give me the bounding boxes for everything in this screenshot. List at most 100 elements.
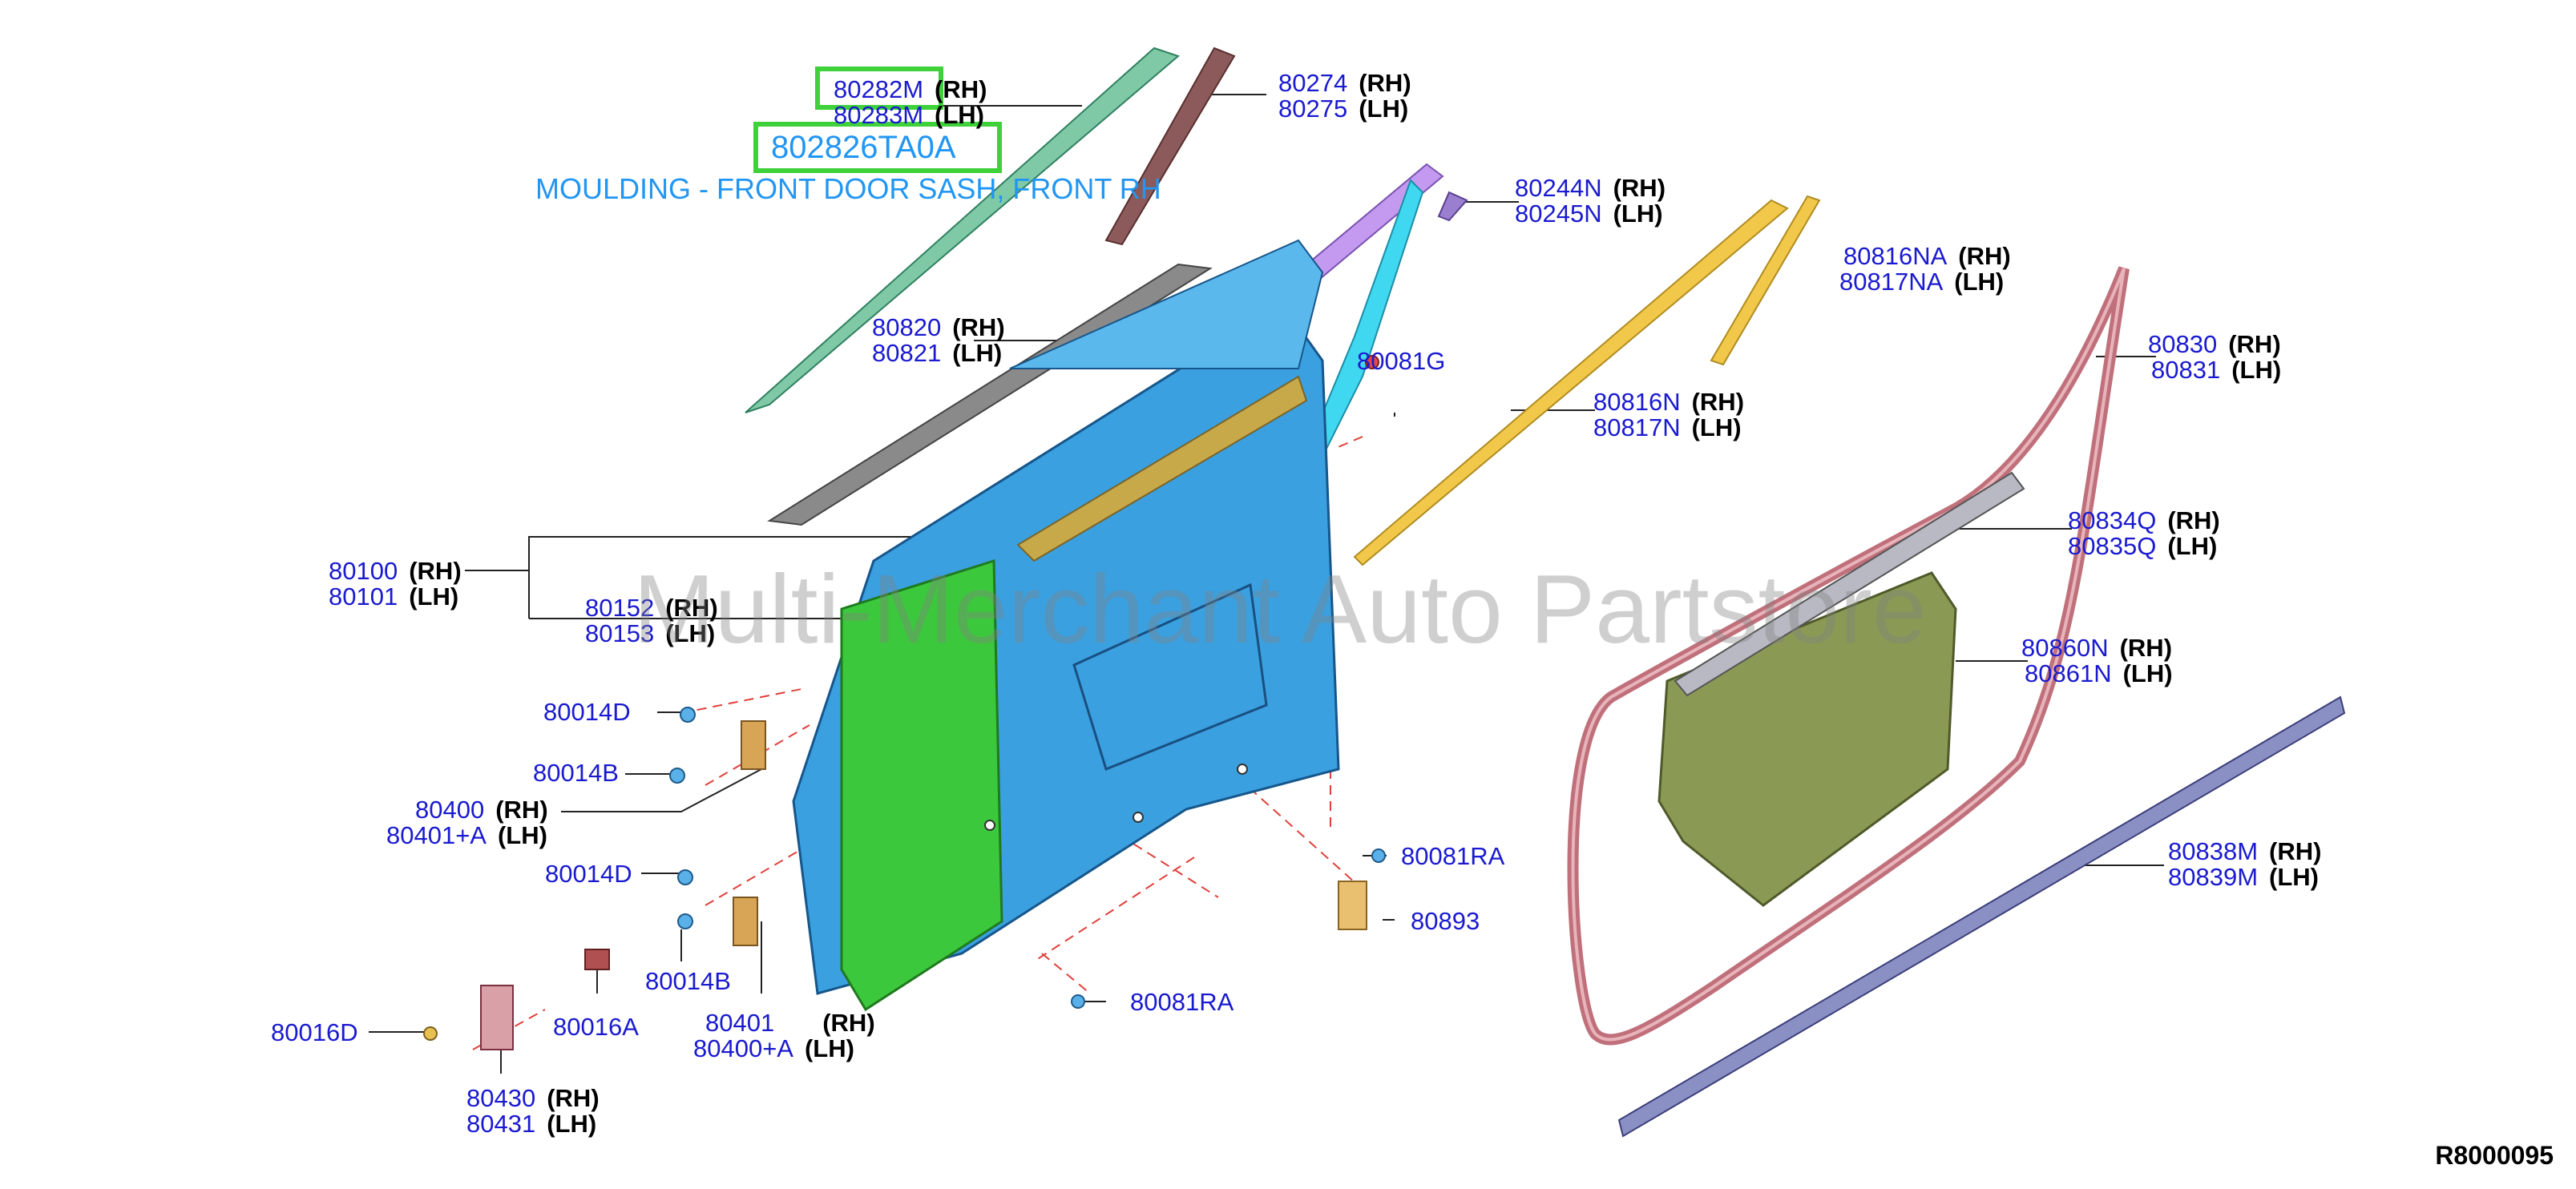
- callout-80817n[interactable]: 80817N(LH): [1593, 414, 1742, 441]
- part-code[interactable]: 80153: [585, 619, 655, 647]
- side-label: (LH): [1954, 268, 2005, 296]
- part-code[interactable]: 80431: [466, 1110, 536, 1138]
- part-code[interactable]: 80816N: [1593, 388, 1681, 416]
- callout-80100[interactable]: 80100(RH): [329, 558, 462, 585]
- callout-80245n[interactable]: 80245N (LH): [1515, 200, 1663, 228]
- side-label: (LH): [2167, 532, 2218, 560]
- side-label: (LH): [497, 821, 547, 849]
- callout-80081g[interactable]: 80081G: [1357, 348, 1445, 375]
- callout-80861n[interactable]: 80861N(LH): [2025, 660, 2173, 687]
- part-code[interactable]: 80014D: [543, 698, 631, 726]
- part-code[interactable]: 80282M: [834, 75, 924, 103]
- callout-80101[interactable]: 80101 (LH): [329, 583, 458, 611]
- part-code[interactable]: 80834Q: [2068, 506, 2157, 534]
- callout-80816na[interactable]: 80816NA(RH): [1843, 243, 2011, 270]
- callout-80282m[interactable]: 80282M(RH): [834, 76, 987, 103]
- part-code[interactable]: 80835Q: [2068, 532, 2157, 560]
- side-label: (RH): [2119, 634, 2173, 662]
- callout-80816n[interactable]: 80816N (RH): [1593, 389, 1744, 416]
- callout-80817na[interactable]: 80817NA (LH): [1839, 268, 2004, 296]
- callout-80400[interactable]: 80400(RH): [415, 796, 548, 824]
- part-code[interactable]: 80283M: [834, 101, 924, 129]
- part-code[interactable]: 80081G: [1357, 347, 1446, 375]
- glass-run-strips: [1353, 195, 1821, 566]
- callout-80835q[interactable]: 80835Q (LH): [2068, 533, 2217, 560]
- part-code[interactable]: 80014B: [645, 967, 731, 995]
- callout-80838m[interactable]: 80838M (RH): [2168, 838, 2321, 865]
- callout-80016a[interactable]: 80016A: [553, 1014, 639, 1041]
- part-code[interactable]: 80244N: [1515, 174, 1602, 202]
- part-code[interactable]: 80861N: [2025, 659, 2112, 687]
- side-label: (LH): [1359, 95, 1409, 123]
- callout-80153[interactable]: 80153 (LH): [585, 620, 715, 647]
- part-code[interactable]: 80401: [705, 1009, 775, 1037]
- part-code[interactable]: 80400+A: [693, 1034, 793, 1062]
- part-code[interactable]: 80245N: [1515, 200, 1602, 228]
- callout-80081ra-right[interactable]: 80081RA: [1401, 843, 1504, 870]
- side-label: (RH): [1691, 388, 1745, 416]
- callout-80430[interactable]: 80430(RH): [466, 1085, 600, 1112]
- part-code[interactable]: 80016A: [553, 1013, 639, 1041]
- callout-80821[interactable]: 80821(LH): [872, 340, 1002, 367]
- part-code[interactable]: 80275: [1278, 95, 1348, 123]
- part-code[interactable]: 80081RA: [1401, 842, 1505, 870]
- side-label: (RH): [2228, 330, 2281, 358]
- part-code[interactable]: 80430: [466, 1084, 536, 1112]
- part-code[interactable]: 80820: [872, 313, 942, 341]
- part-code[interactable]: 80817NA: [1839, 268, 1944, 296]
- callout-80860n[interactable]: 80860N (RH): [2021, 635, 2172, 662]
- callout-80820[interactable]: 80820 (RH): [872, 314, 1005, 341]
- callout-80401[interactable]: 80401(RH): [705, 1010, 875, 1037]
- callout-80152[interactable]: 80152(RH): [585, 594, 718, 622]
- callout-80016d[interactable]: 80016D: [271, 1019, 358, 1046]
- inner-panel-and-bar: [1657, 471, 2025, 907]
- part-code[interactable]: 80401+A: [386, 821, 487, 849]
- callout-80274[interactable]: 80274(RH): [1278, 70, 1411, 97]
- callout-80831[interactable]: 80831(LH): [2151, 357, 2281, 384]
- part-code[interactable]: 80101: [329, 582, 398, 611]
- callout-80830[interactable]: 80830 (RH): [2148, 331, 2281, 358]
- callout-80834q[interactable]: 80834Q(RH): [2068, 507, 2220, 534]
- callout-80081ra-bottom[interactable]: 80081RA: [1130, 989, 1233, 1016]
- side-label: (LH): [1613, 200, 1663, 228]
- part-code[interactable]: 80860N: [2021, 634, 2109, 662]
- callout-80014d-lower[interactable]: 80014D: [545, 861, 632, 888]
- part-code[interactable]: 80014D: [545, 860, 632, 888]
- part-code[interactable]: 80400: [415, 796, 485, 824]
- part-code[interactable]: 80839M: [2168, 863, 2259, 891]
- callout-80014b-upper[interactable]: 80014B: [533, 760, 619, 787]
- part-code[interactable]: 80016D: [271, 1018, 358, 1046]
- part-code[interactable]: 80893: [1411, 907, 1480, 935]
- callout-80893[interactable]: 80893: [1411, 908, 1480, 935]
- selected-part-highlight: [815, 67, 943, 110]
- callout-80014d-upper[interactable]: 80014D: [543, 699, 631, 726]
- side-label: (LH): [409, 582, 459, 611]
- callout-80244n[interactable]: 80244N(RH): [1515, 175, 1666, 202]
- part-code[interactable]: 80152: [585, 594, 655, 622]
- callout-80283m[interactable]: 80283M(LH): [834, 102, 984, 129]
- part-code[interactable]: 80100: [329, 557, 398, 585]
- part-code[interactable]: 80830: [2148, 330, 2218, 358]
- side-label: (LH): [804, 1034, 854, 1062]
- part-code[interactable]: 80081RA: [1130, 988, 1234, 1016]
- leader-lines: [369, 94, 2164, 1074]
- part-code[interactable]: 80274: [1278, 69, 1348, 97]
- part-code[interactable]: 80817N: [1593, 413, 1681, 441]
- part-code[interactable]: 80831: [2151, 356, 2221, 384]
- callout-80014b-lower[interactable]: 80014B: [645, 968, 731, 995]
- part-code[interactable]: 80821: [872, 339, 942, 367]
- selected-code-box[interactable]: [753, 122, 1002, 173]
- part-code[interactable]: 80014B: [533, 759, 619, 787]
- side-label: (RH): [2269, 837, 2322, 865]
- callout-80839m[interactable]: 80839M(LH): [2168, 864, 2319, 891]
- callout-80401a[interactable]: 80401+A (LH): [386, 822, 547, 849]
- hinges-and-clips: [423, 355, 1386, 1050]
- side-label: (LH): [665, 619, 716, 647]
- side-label: (RH): [952, 313, 1005, 341]
- callout-80431[interactable]: 80431(LH): [466, 1110, 596, 1138]
- part-code[interactable]: 80816NA: [1843, 242, 1948, 270]
- callout-80400a[interactable]: 80400+A (LH): [693, 1035, 854, 1062]
- callout-80275[interactable]: 80275 (LH): [1278, 95, 1408, 123]
- part-code[interactable]: 80838M: [2168, 837, 2259, 865]
- selected-code[interactable]: 802826TA0A: [771, 130, 956, 165]
